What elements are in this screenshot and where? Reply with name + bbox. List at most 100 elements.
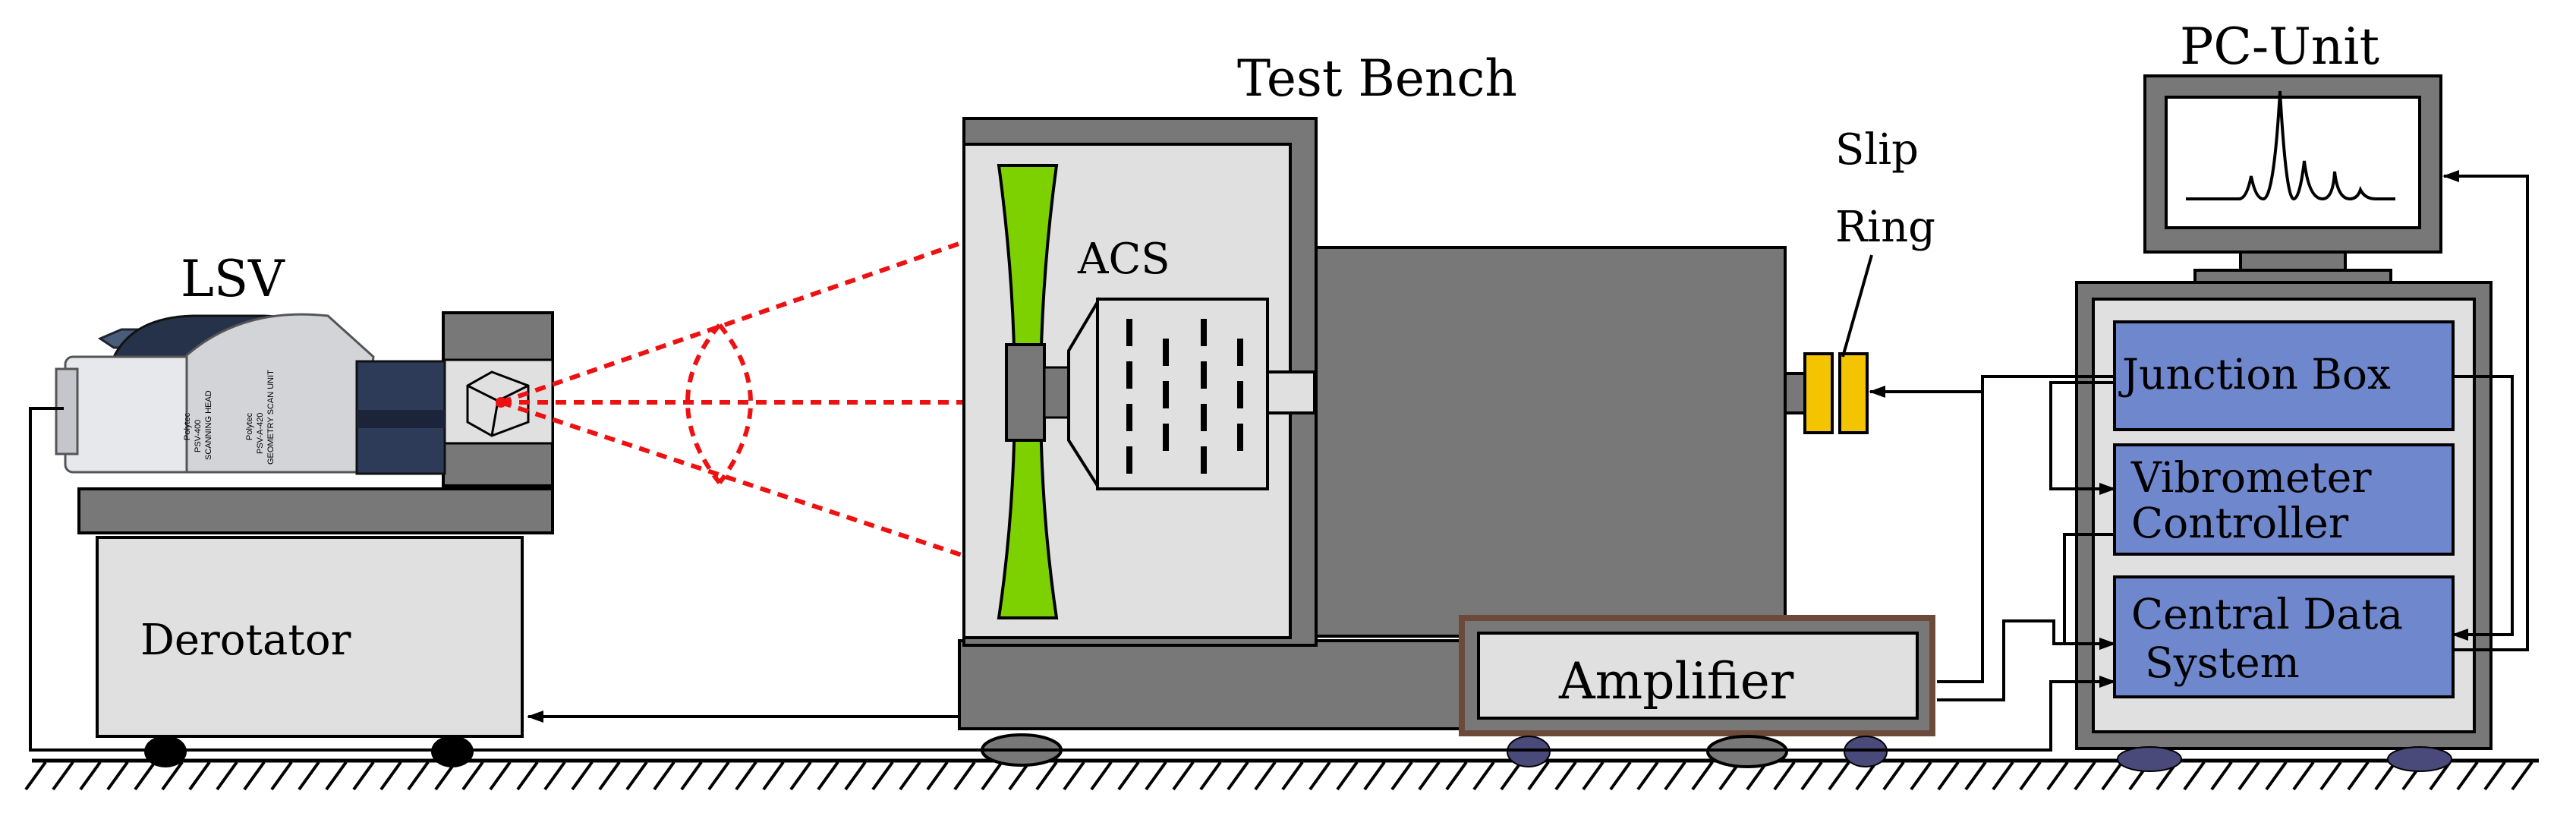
ground-hatch-line	[2237, 761, 2260, 791]
ground-hatch-line	[1527, 761, 1550, 791]
ground-hatch-line	[1445, 761, 1468, 791]
spectrum-plot-icon	[2186, 90, 2395, 201]
ground-hatch-line	[1855, 761, 1878, 791]
ground-hatch-line	[1281, 761, 1304, 791]
ring-label: Ring	[1835, 203, 1935, 252]
ground-hatch-line	[1008, 761, 1031, 791]
acs-dash	[1201, 446, 1207, 474]
ground-hatch-line	[981, 761, 1003, 791]
acs-internal-dashes	[1126, 319, 1243, 474]
acs-dash	[1126, 446, 1132, 474]
ground-hatch-line	[1773, 761, 1796, 791]
ground-hatch-line	[1390, 761, 1413, 791]
camera-model-front: PSV-400	[194, 420, 203, 452]
ground-hatch-line	[298, 761, 320, 791]
ground-hatch-line	[598, 761, 621, 791]
ground-hatch-line	[953, 761, 976, 791]
camera-head-front: SCANNING HEAD	[204, 390, 213, 460]
ground-hatch-line	[2183, 761, 2206, 791]
ground-hatch-line	[1910, 761, 1932, 791]
ground-hatch-line	[1554, 761, 1577, 791]
acs-dash	[1237, 339, 1243, 366]
ground-hatch-line	[2101, 761, 2124, 791]
bench-motor-housing	[1289, 246, 1787, 638]
ground-hatch-line	[1636, 761, 1659, 791]
acs-dash	[1201, 361, 1207, 389]
lsv-label: LSV	[181, 250, 285, 308]
ground-hatch-line	[2374, 761, 2397, 791]
test-bench: ACS Test Bench	[958, 49, 1787, 767]
ground-hatch-line	[2019, 761, 2042, 791]
rotor-shaft-right	[1266, 370, 1316, 414]
monitor-screen	[2165, 96, 2421, 229]
lsv-scanning-head: Polytec PSV-400 SCANNING HEAD Polytec PS…	[55, 313, 446, 475]
ground-hatch-line	[1254, 761, 1277, 791]
ground-hatch-line	[2456, 761, 2479, 791]
slip-ring-left	[1803, 352, 1834, 434]
ground-hatch-line	[1336, 761, 1359, 791]
ground-hatch-line	[707, 761, 730, 791]
acs-dash	[1163, 424, 1169, 451]
slip-ring: Slip Ring	[1784, 125, 1935, 434]
ground-hatch-line	[2074, 761, 2096, 791]
acs-dash	[1163, 339, 1169, 366]
ground-hatch-line	[844, 761, 867, 791]
ground-hatch-line	[1090, 761, 1113, 791]
junction-box-module	[2113, 320, 2455, 431]
slip-ring-leader	[1841, 254, 1873, 358]
slip-ring-right	[1838, 352, 1869, 434]
ground-hatch-line	[52, 761, 74, 791]
ground-hatch-line	[543, 761, 566, 791]
ground-hatch-line	[1691, 761, 1714, 791]
ground-hatch-line	[243, 761, 266, 791]
acs-dash	[1126, 404, 1132, 431]
ground-hatch-line	[2429, 761, 2452, 791]
ground-hatch-line	[2292, 761, 2315, 791]
ground-hatch-line	[1664, 761, 1686, 791]
amplifier-unit: Amplifier	[1459, 615, 1935, 768]
camera-head-back: GEOMETRY SCAN UNIT	[266, 370, 276, 465]
ground-hatch-line	[216, 761, 238, 791]
slip-label: Slip	[1835, 125, 1919, 175]
acs-dash	[1237, 424, 1243, 451]
acs-dash	[1163, 381, 1169, 408]
ground-hatch-line	[1363, 761, 1386, 791]
ground-hatch-line	[461, 761, 484, 791]
mirror-prism-icon	[466, 370, 530, 437]
system-label: System	[2145, 638, 2300, 687]
ground-hatch-line	[653, 761, 675, 791]
ground-hatch-line	[1117, 761, 1140, 791]
pc-wheel-left	[2117, 746, 2182, 772]
pc-unit-label: PC-Unit	[2180, 17, 2379, 76]
ground-hatch-line	[1800, 761, 1823, 791]
ground-hatch-line	[24, 761, 47, 791]
ground-hatch-line	[789, 761, 812, 791]
ground-hatch-line	[1828, 761, 1850, 791]
controller-label: Controller	[2131, 499, 2349, 547]
ground-hatch-line	[2210, 761, 2233, 791]
ground-hatch-line	[188, 761, 211, 791]
ground-hatch-line	[571, 761, 594, 791]
ground-hatch-line	[926, 761, 949, 791]
pc-wheel-right	[2387, 746, 2452, 772]
vibrometer-label: Vibrometer	[2130, 453, 2372, 502]
rotor-hub	[1005, 343, 1046, 442]
ground-hatch-line	[1937, 761, 1960, 791]
ground-hatching	[24, 761, 2533, 791]
ground-hatch-line	[352, 761, 375, 791]
ground-hatch-line	[2483, 761, 2506, 791]
amplifier-label: Amplifier	[1558, 652, 1794, 711]
ground-hatch-line	[2347, 761, 2370, 791]
ground-hatch-line	[1035, 761, 1058, 791]
ground-hatch-line	[735, 761, 757, 791]
signal-wiring	[29, 170, 2529, 752]
camera-model-back: PSV-A-420	[256, 413, 265, 454]
laser-beams	[500, 224, 1010, 573]
ground-hatch-line	[762, 761, 785, 791]
ground-hatch-line	[489, 761, 512, 791]
ground-hatch-line	[899, 761, 921, 791]
ground-hatch-line	[2319, 761, 2342, 791]
central-data-system-module	[2113, 575, 2455, 698]
derotator-body	[96, 536, 524, 738]
